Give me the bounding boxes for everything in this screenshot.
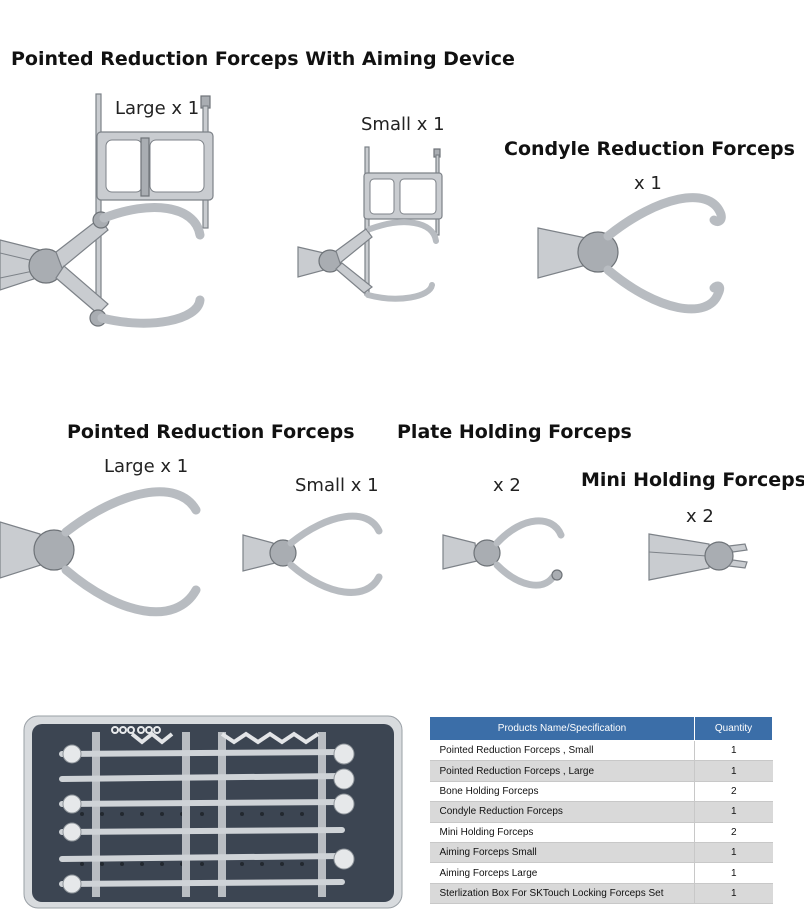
table-cell-name: Bone Holding Forceps: [429, 781, 695, 803]
plate-qty: x 2: [493, 475, 521, 496]
condyle-forceps-title: Condyle Reduction Forceps: [504, 138, 795, 160]
table-cell-qty: 1: [694, 862, 773, 884]
plate-forceps-title: Plate Holding Forceps: [397, 421, 632, 443]
table-row: Sterlization Box For SKTouch Locking For…: [429, 883, 773, 905]
table-row: Condyle Reduction Forceps 1: [429, 801, 773, 823]
aiming-forceps-title: Pointed Reduction Forceps With Aiming De…: [11, 48, 515, 70]
table-cell-name: Aiming Forceps Small: [429, 842, 695, 864]
sterilization-box-image: [23, 715, 403, 909]
plate-forceps-image: [442, 517, 565, 589]
table-row: Bone Holding Forceps 2: [429, 781, 773, 803]
table-cell-qty: 1: [694, 883, 773, 905]
table-cell-qty: 1: [694, 740, 773, 762]
table-row: Pointed Reduction Forceps , Small 1: [429, 740, 773, 762]
table-header-qty: Quantity: [694, 716, 773, 741]
table-row: Aiming Forceps Large 1: [429, 862, 773, 884]
table-cell-name: Mini Holding Forceps: [429, 822, 695, 843]
table-cell-qty: 1: [694, 801, 773, 823]
table-cell-name: Pointed Reduction Forceps , Small: [429, 740, 695, 762]
aiming-forceps-large-image: [0, 93, 214, 328]
table-header-row: Products Name/Specification Quantity: [429, 716, 773, 741]
table-cell-name: Sterlization Box For SKTouch Locking For…: [429, 883, 695, 905]
aiming-forceps-small-image: [297, 146, 443, 302]
table-cell-name: Pointed Reduction Forceps , Large: [429, 760, 695, 782]
pointed-forceps-title: Pointed Reduction Forceps: [67, 421, 355, 443]
table-cell-name: Condyle Reduction Forceps: [429, 801, 695, 823]
table-cell-qty: 1: [694, 760, 773, 782]
table-row: Mini Holding Forceps 2: [429, 822, 773, 843]
table-header-name: Products Name/Specification: [429, 716, 695, 741]
condyle-qty: x 1: [634, 173, 662, 194]
table-row: Aiming Forceps Small 1: [429, 842, 773, 864]
pointed-small-qty: Small x 1: [295, 475, 379, 496]
table-cell-name: Aiming Forceps Large: [429, 862, 695, 884]
aiming-large-qty: Large x 1: [115, 98, 200, 119]
pointed-large-qty: Large x 1: [104, 456, 189, 477]
mini-forceps-image: [648, 533, 748, 581]
table-cell-qty: 1: [694, 842, 773, 864]
pointed-forceps-large-image: [0, 487, 201, 617]
pointed-forceps-small-image: [242, 512, 383, 596]
aiming-small-qty: Small x 1: [361, 114, 445, 135]
condyle-forceps-image: [537, 193, 726, 314]
table-cell-qty: 2: [694, 781, 773, 803]
table-cell-qty: 2: [694, 822, 773, 843]
mini-forceps-title: Mini Holding Forceps: [581, 469, 804, 491]
table-row: Pointed Reduction Forceps , Large 1: [429, 760, 773, 782]
spec-table: Products Name/Specification Quantity Poi…: [429, 716, 773, 905]
mini-qty: x 2: [686, 506, 714, 527]
